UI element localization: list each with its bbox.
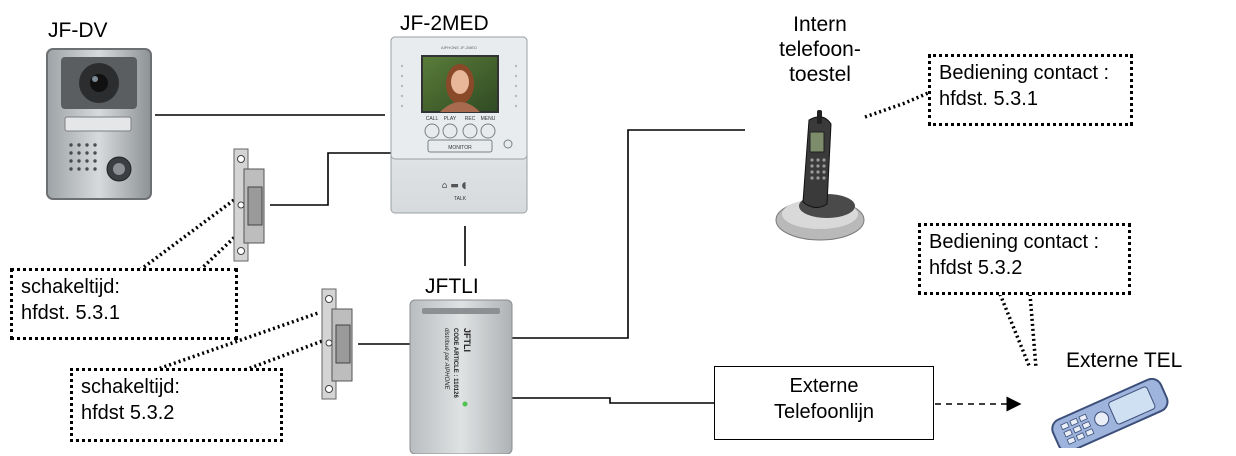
monitor-button-play: PLAY	[444, 116, 457, 122]
label-intern-telefoon: Intern telefoon- toestel	[770, 12, 870, 87]
pointer-schakeltijd-1b	[198, 230, 242, 272]
door-station-image	[46, 48, 152, 200]
monitor-button-call: CALL	[426, 116, 439, 122]
callout-schakeltijd-2: schakeltijd: hfdst 5.3.2	[70, 368, 283, 442]
pointer-schakeltijd-2a	[154, 311, 319, 372]
callout-bediening-extern: Bediening contact : hfdst 5.3.2	[918, 223, 1131, 295]
jftli-print-line3: distribué par AIPHONE	[443, 328, 449, 390]
wire-lock1-monitor	[270, 152, 400, 206]
callout-schakeltijd-2-line1: schakeltijd:	[81, 376, 180, 398]
callout-schakeltijd-1-line1: schakeltijd:	[21, 276, 120, 298]
monitor-button-rec: REC	[465, 116, 476, 122]
box-externe-telefoonlijn: Externe Telefoonlijn	[714, 366, 934, 440]
pointer-bediening-intern	[864, 91, 929, 119]
wire-jftli-internphone	[512, 129, 745, 339]
box-externe-line1: Externe	[789, 375, 859, 397]
callout-bediening-extern-line2: hfdst 5.3.2	[929, 257, 1023, 279]
callout-bediening-intern-line1: Bediening contact :	[939, 62, 1110, 84]
label-intern-line2: telefoon-	[779, 38, 861, 61]
callout-schakeltijd-2-line2: hfdst 5.3.2	[81, 402, 175, 424]
talk-label: TALK	[454, 196, 467, 202]
mobile-phone-image	[1051, 378, 1169, 448]
monitor-button-menu: MENU	[481, 116, 496, 122]
door-lock-2-image	[321, 288, 353, 400]
monitor-label: MONITOR	[448, 145, 472, 151]
jftli-print-line1: JFTLI	[462, 328, 472, 352]
label-jf-2med: JF-2MED	[400, 12, 489, 35]
monitor-image: AIPHONE JF-2MED CALL PLAY REC MENU MONIT…	[390, 36, 528, 214]
callout-schakeltijd-1: schakeltijd: hfdst. 5.3.1	[10, 268, 238, 340]
callout-schakeltijd-1-line2: hfdst. 5.3.1	[21, 302, 120, 324]
pointer-schakeltijd-2b	[244, 338, 326, 372]
cordless-phone-image	[775, 110, 865, 241]
talk-icon: ⌂ ▬ ◖	[442, 181, 467, 191]
label-jf-dv: JF-DV	[48, 19, 108, 42]
wire-jftli-phoneline	[512, 397, 715, 404]
door-lock-1-image	[233, 148, 265, 262]
jftli-unit-image: JFTLI CODE ARTICLE : 110126 distribué pa…	[409, 299, 513, 454]
callout-bediening-intern-line2: hfdst. 5.3.1	[939, 88, 1038, 110]
pointer-bediening-extern	[998, 293, 1032, 369]
callout-bediening-intern: Bediening contact : hfdst. 5.3.1	[928, 54, 1133, 126]
pointer-bediening-extern-2	[1028, 293, 1038, 369]
pointer-schakeltijd-1a	[138, 195, 240, 272]
monitor-brand: AIPHONE JF-2MED	[441, 45, 477, 50]
label-intern-line3: toestel	[789, 63, 851, 86]
callout-bediening-extern-line1: Bediening contact :	[929, 231, 1100, 253]
label-jftli: JFTLI	[425, 275, 479, 298]
jftli-print-line2: CODE ARTICLE : 110126	[452, 328, 458, 398]
label-externe-tel: Externe TEL	[1066, 349, 1183, 372]
label-intern-line1: Intern	[793, 13, 847, 36]
box-externe-line2: Telefoonlijn	[773, 401, 875, 423]
